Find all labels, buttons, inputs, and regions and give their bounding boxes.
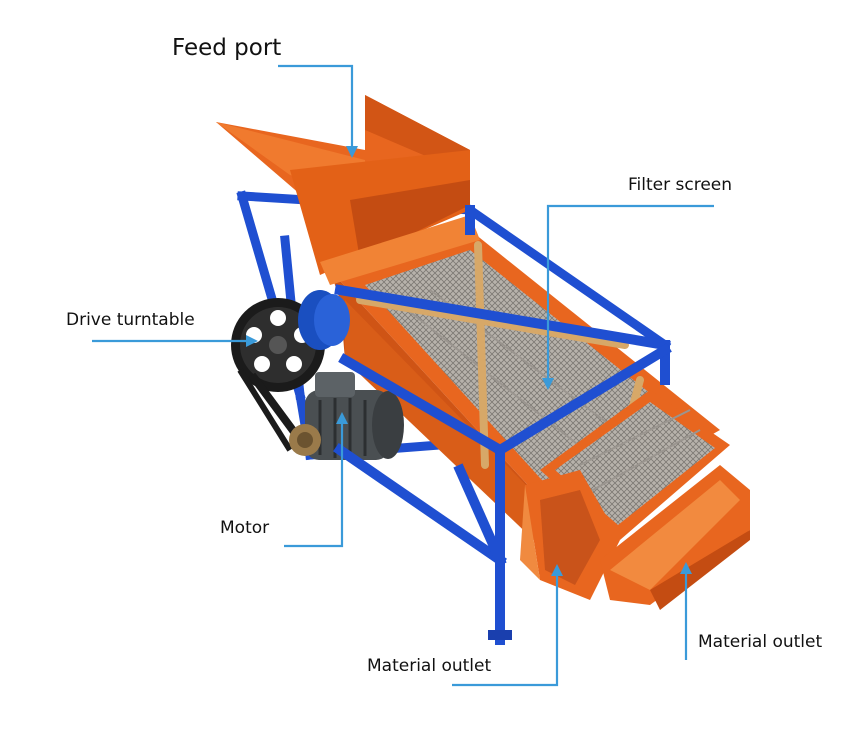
label-material-outlet-side: Material outlet (698, 632, 823, 652)
label-drive-turntable: Drive turntable (66, 310, 195, 330)
drive-turntable-wheel (231, 298, 325, 452)
leader-line-feed-port (278, 64, 354, 150)
leader-arrowheads (246, 146, 692, 576)
label-material-outlet-front: Material outlet (367, 656, 492, 676)
front-outlet-chute (520, 470, 620, 600)
leader-lines (92, 64, 714, 687)
motor-unit (289, 372, 404, 460)
coupling-tube (298, 290, 350, 350)
frame-foot (488, 630, 512, 640)
label-filter-screen: Filter screen (628, 175, 733, 195)
feed-hopper (216, 95, 480, 285)
leader-line-motor (284, 420, 344, 548)
side-outlet-tray (600, 465, 750, 610)
frame-front (333, 205, 672, 645)
label-feed-port: Feed port (172, 35, 282, 61)
leader-line-outlet-front (452, 572, 559, 687)
label-motor: Motor (220, 518, 270, 538)
leader-line-filter-screen (546, 204, 714, 382)
